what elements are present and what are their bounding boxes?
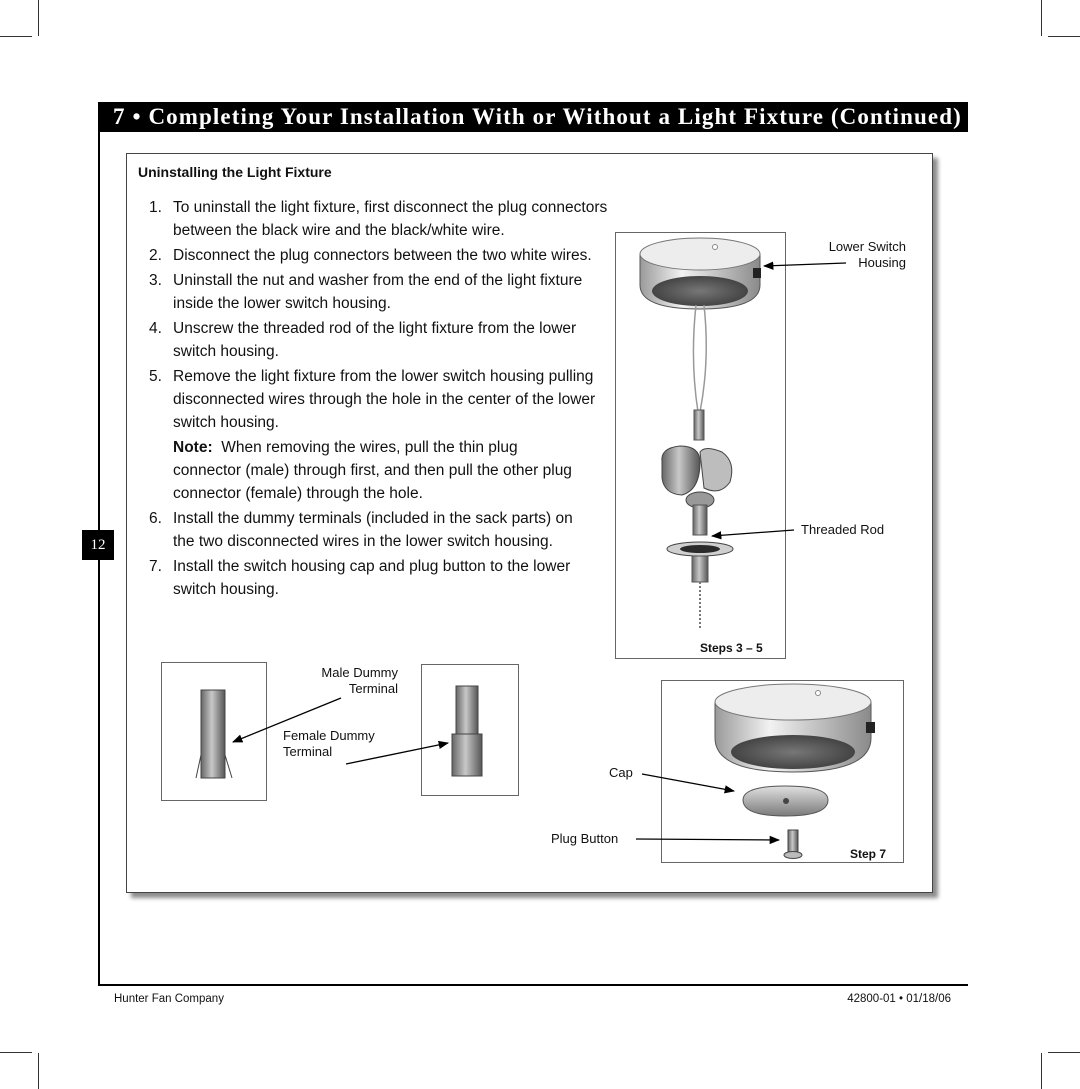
wires-illustration xyxy=(692,304,707,413)
crop-mark xyxy=(1048,36,1080,37)
list-item: 2. Disconnect the plug connectors between… xyxy=(149,244,613,267)
step-7-housing-illustration xyxy=(714,683,875,773)
lower-switch-housing-illustration xyxy=(639,237,761,310)
list-item: 5. Remove the light fixture from the lowe… xyxy=(149,365,613,434)
step-number: 5. xyxy=(149,368,162,385)
cap-label: Cap xyxy=(609,765,633,780)
step-number: 7. xyxy=(149,558,162,575)
plug-button-illustration xyxy=(783,829,803,859)
list-item: 6. Install the dummy terminals (included … xyxy=(149,507,593,553)
list-item: 7. Install the switch housing cap and plu… xyxy=(149,555,593,601)
step-number: 4. xyxy=(149,320,162,337)
instruction-list: 1. To uninstall the light fixture, first … xyxy=(149,196,649,603)
plug-button-label: Plug Button xyxy=(551,831,619,846)
female-dummy-terminal-illustration xyxy=(451,685,483,777)
male-dummy-terminal-label: Male Dummy Terminal xyxy=(321,665,398,696)
note: Note: When removing the wires, pull the … xyxy=(149,436,583,505)
crop-mark xyxy=(0,1052,32,1053)
note-text: When removing the wires, pull the thin p… xyxy=(173,439,572,502)
crop-mark xyxy=(1041,1053,1042,1089)
crop-mark xyxy=(38,1053,39,1089)
step-text: Uninstall the nut and washer from the en… xyxy=(173,272,583,312)
switch-cap-illustration xyxy=(742,785,829,817)
step-text: Install the switch housing cap and plug … xyxy=(173,558,571,598)
footer-doc-id: 42800-01 • 01/18/06 xyxy=(847,993,951,1005)
threaded-rod-label: Threaded Rod xyxy=(801,522,885,537)
lower-switch-housing-label: Lower Switch Housing xyxy=(828,239,906,270)
crop-mark xyxy=(1041,0,1042,36)
step-text: To uninstall the light fixture, first di… xyxy=(173,199,608,239)
page-number: 12 xyxy=(82,530,114,560)
step-number: 6. xyxy=(149,510,162,527)
female-dummy-terminal-label: Female Dummy Terminal xyxy=(283,728,375,759)
list-item: 1. To uninstall the light fixture, first … xyxy=(149,196,643,242)
crop-mark xyxy=(1048,1052,1080,1053)
section-title-bar: 7 • Completing Your Installation With or… xyxy=(99,102,968,132)
bottom-rule xyxy=(98,984,968,986)
leader-lines xyxy=(232,261,847,845)
crop-mark xyxy=(38,0,39,36)
section-title: 7 • Completing Your Installation With or… xyxy=(113,104,962,129)
step-7-caption: Step 7 xyxy=(850,847,887,861)
step-text: Disconnect the plug connectors between t… xyxy=(173,247,592,264)
crop-mark xyxy=(0,36,32,37)
note-label: Note: xyxy=(173,439,213,456)
step-number: 2. xyxy=(149,247,162,264)
step-number: 1. xyxy=(149,199,162,216)
subsection-heading: Uninstalling the Light Fixture xyxy=(138,164,332,180)
footer-company: Hunter Fan Company xyxy=(114,993,224,1005)
list-item: 4. Unscrew the threaded rod of the light … xyxy=(149,317,593,363)
step-text: Install the dummy terminals (included in… xyxy=(173,510,573,550)
step-text: Unscrew the threaded rod of the light fi… xyxy=(173,320,577,360)
step-text: Remove the light fixture from the lower … xyxy=(173,368,596,431)
step-number: 3. xyxy=(149,272,162,289)
steps-3-5-caption: Steps 3 – 5 xyxy=(700,641,763,655)
plug-connector-illustration xyxy=(661,409,734,630)
list-item: 3. Uninstall the nut and washer from the … xyxy=(149,269,593,315)
male-dummy-terminal-illustration xyxy=(195,689,233,779)
